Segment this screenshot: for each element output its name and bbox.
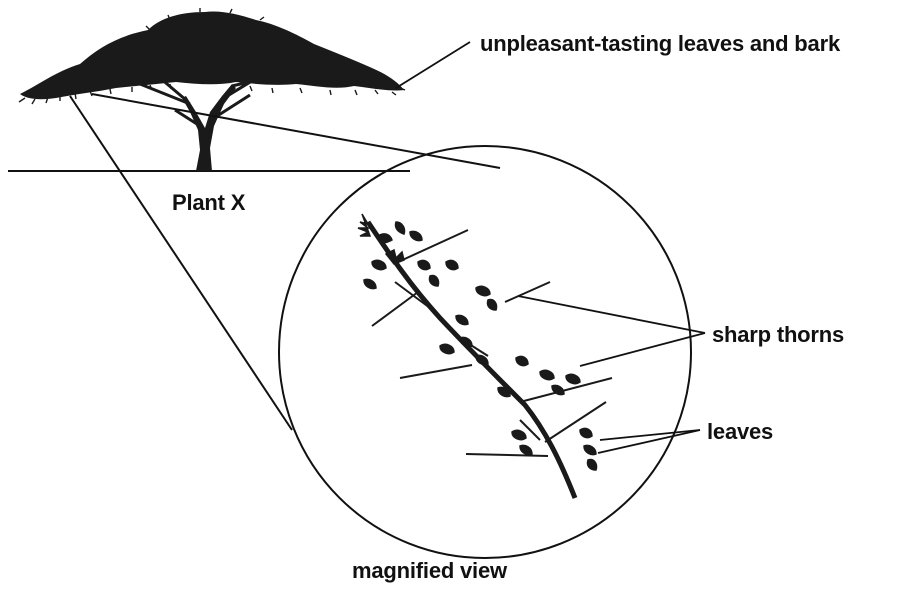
tree-illustration bbox=[19, 8, 405, 171]
leader-leaf-lower bbox=[598, 430, 700, 453]
label-unpleasant-leaves-bark: unpleasant-tasting leaves and bark bbox=[480, 33, 840, 55]
label-sharp-thorns: sharp thorns bbox=[712, 324, 844, 346]
leader-lines bbox=[396, 42, 705, 453]
projection-line-upper bbox=[92, 94, 500, 168]
label-magnified-view: magnified view bbox=[352, 560, 507, 582]
magnified-view-circle bbox=[279, 146, 691, 558]
label-plant-x: Plant X bbox=[172, 192, 245, 214]
leader-thorn-lower bbox=[580, 333, 705, 366]
leader-leaf-upper bbox=[600, 430, 700, 440]
magnified-branch bbox=[358, 214, 612, 498]
leader-thorn-upper bbox=[518, 296, 705, 333]
projection-line-lower bbox=[70, 96, 292, 430]
label-leaves: leaves bbox=[707, 421, 773, 443]
leader-foliage bbox=[396, 42, 470, 88]
